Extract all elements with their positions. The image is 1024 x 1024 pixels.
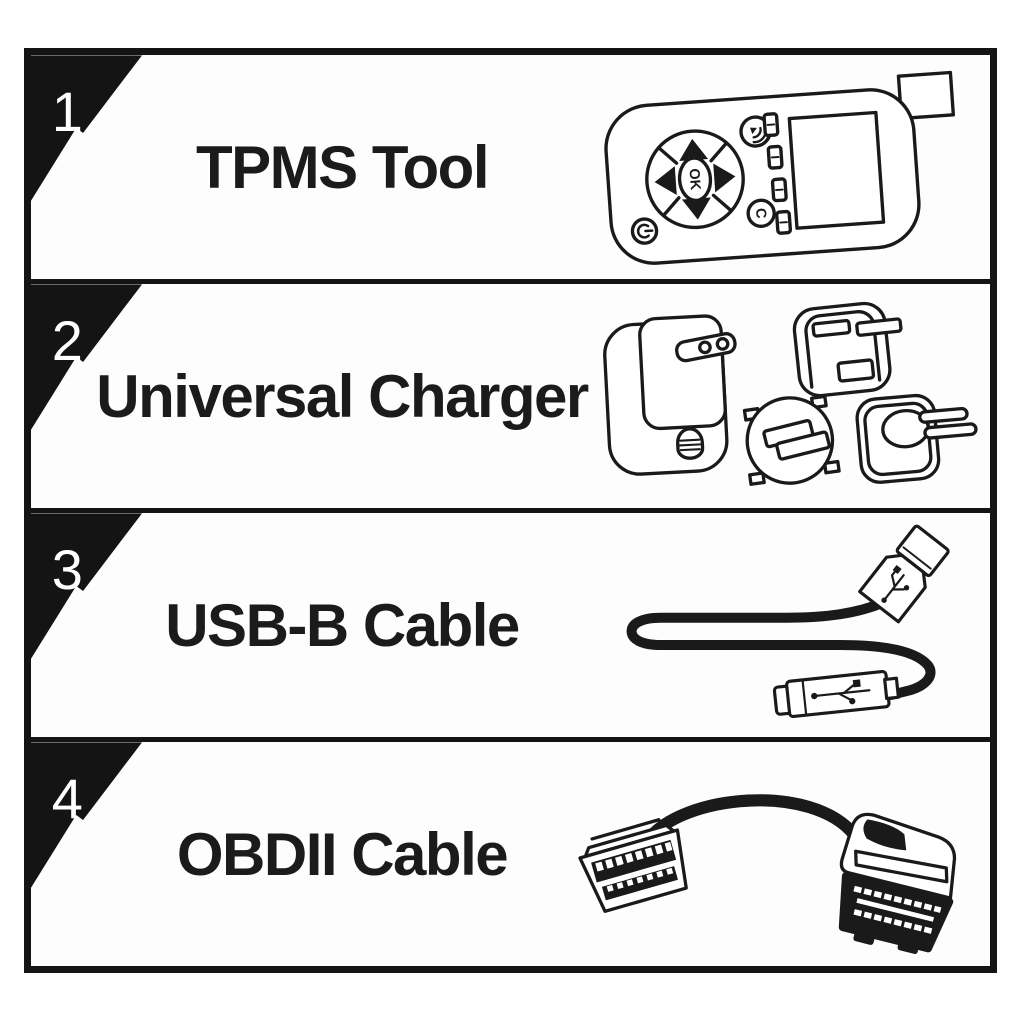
charger-body [603, 314, 737, 476]
item-row-tpms-tool: 1 TPMS Tool [31, 55, 990, 284]
item-number: 4 [52, 767, 83, 830]
power-button-icon [630, 217, 659, 245]
badge-corner-shape [31, 742, 143, 888]
usb-trident-icon [811, 679, 871, 705]
item-row-obdii-cable: 4 OBDII Cable [31, 742, 990, 966]
usb-b-cable-illustration [626, 524, 950, 719]
arrow-up-icon [679, 138, 709, 162]
usb-a-connector [772, 669, 901, 719]
round-plug-adapter [742, 394, 841, 486]
obdii-female-connector [578, 818, 688, 913]
badge-corner-shape [31, 284, 143, 430]
item-number: 3 [52, 538, 83, 601]
diagram-frame: 1 TPMS Tool [24, 48, 997, 973]
usb-b-connector [858, 524, 950, 624]
c-button-icon: C [746, 198, 776, 228]
ok-button-label: OK [685, 168, 703, 191]
arrow-right-icon [713, 163, 736, 193]
obdii-cable-illustration [578, 794, 957, 954]
uk-plug-adapter [792, 301, 903, 398]
connector-key-slot [856, 898, 935, 922]
badge-corner-shape [31, 55, 143, 201]
item-number: 2 [52, 309, 83, 372]
item-number: 1 [52, 80, 83, 143]
item-label: TPMS Tool [195, 133, 490, 201]
pin-row-bottom [606, 867, 674, 892]
eu-plug-adapter [855, 393, 978, 484]
pin-row-bottom [853, 909, 933, 934]
badge-corner-shape [31, 513, 143, 659]
item-label: USB-B Cable [165, 591, 520, 659]
item-number-badge: 2 [31, 284, 143, 430]
universal-charger-illustration [603, 301, 978, 486]
item-row-usb-b-cable: 3 USB-B Cable [31, 513, 990, 742]
item-row-universal-charger: 2 Universal Charger [31, 284, 990, 513]
us-plug-prongs [675, 332, 737, 363]
dpad-icon: OK [645, 129, 745, 230]
obdii-male-connector [838, 812, 957, 954]
tpms-tool-illustration: OK C [604, 70, 956, 265]
function-keys [762, 112, 793, 235]
pin-row-top [595, 841, 673, 872]
item-label: OBDII Cable [176, 820, 509, 888]
item-number-badge: 1 [31, 55, 143, 201]
device-screen [787, 110, 886, 230]
pin-row-top [853, 885, 942, 913]
antenna-tab [896, 70, 956, 121]
item-number-badge: 4 [31, 742, 143, 888]
item-label: Universal Charger [96, 362, 589, 430]
usb-cable-cord [626, 596, 936, 700]
c-button-label: C [752, 208, 769, 220]
arrow-left-icon [654, 166, 677, 196]
thumb-grip [863, 819, 907, 851]
item-number-badge: 3 [31, 513, 143, 659]
arrow-down-icon [681, 197, 711, 220]
usb-trident-icon [881, 565, 910, 603]
